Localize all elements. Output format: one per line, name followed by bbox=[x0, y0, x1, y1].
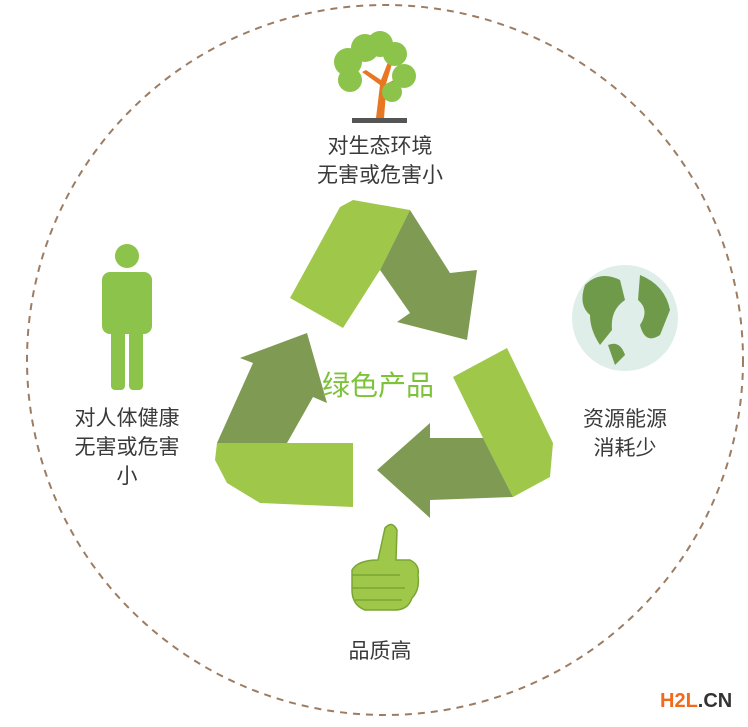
arrow-left-light bbox=[215, 443, 353, 507]
arrow-top-light bbox=[290, 200, 410, 328]
label-line: 小 bbox=[116, 464, 138, 488]
label-line: 对人体健康 bbox=[74, 406, 180, 430]
label-line: 品质高 bbox=[348, 639, 412, 663]
label-resources: 资源能源 消耗少 bbox=[565, 405, 685, 463]
label-health: 对人体健康 无害或危害 小 bbox=[52, 404, 202, 491]
globe-icon bbox=[572, 265, 678, 371]
label-line: 无害或危害 bbox=[74, 435, 180, 459]
label-line: 无害或危害小 bbox=[317, 163, 443, 187]
label-quality: 品质高 bbox=[325, 637, 435, 666]
label-ecology: 对生态环境 无害或危害小 bbox=[300, 132, 460, 190]
thumbs-up-icon bbox=[351, 523, 420, 611]
arrow-top-dark bbox=[380, 210, 477, 340]
label-line: 对生态环境 bbox=[327, 134, 433, 158]
recycle-arrows-icon bbox=[215, 200, 553, 518]
tree-icon bbox=[334, 31, 416, 123]
label-line: 消耗少 bbox=[593, 436, 657, 460]
person-icon bbox=[102, 244, 152, 390]
watermark-logo: H2L.CN bbox=[660, 690, 732, 713]
center-title: 绿色产品 bbox=[322, 369, 435, 402]
watermark-brand: H2L bbox=[660, 690, 698, 712]
arrow-right-dark bbox=[377, 423, 513, 518]
watermark-suffix: .CN bbox=[697, 690, 733, 712]
label-line: 资源能源 bbox=[583, 407, 667, 431]
arrow-left-dark bbox=[217, 333, 327, 443]
arrow-right-light bbox=[453, 348, 553, 497]
dashed-boundary-circle bbox=[26, 4, 744, 716]
